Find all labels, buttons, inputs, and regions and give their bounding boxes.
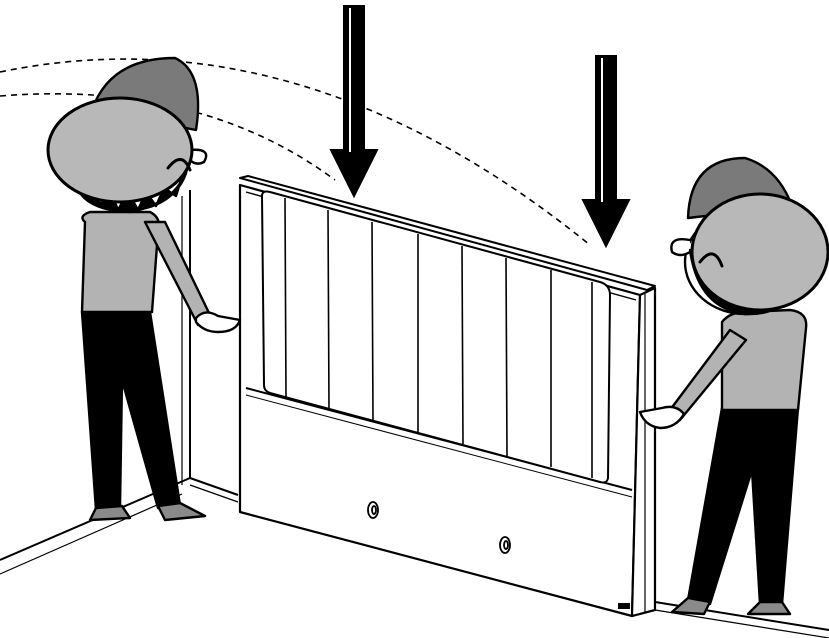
installer-left <box>46 56 242 522</box>
right-installer-shoe <box>746 600 792 616</box>
down-arrow-icon <box>581 55 631 249</box>
installer-right <box>638 156 829 616</box>
left-installer-legs <box>80 310 182 512</box>
right-installer-shoe <box>670 596 712 616</box>
down-arrow-icon <box>329 5 379 199</box>
headboard-panel <box>238 175 657 618</box>
left-installer-shoe <box>156 501 207 522</box>
right-installer-cap-brim <box>690 192 829 312</box>
headboard-side <box>630 286 657 618</box>
headboard-channels <box>284 197 593 478</box>
right-installer-legs <box>686 406 800 606</box>
left-installer-shoe <box>88 504 132 522</box>
right-installer-shirt <box>720 308 808 412</box>
sightline-curves <box>0 58 591 246</box>
headboard-padding <box>261 190 611 484</box>
mounting-holes <box>367 501 511 554</box>
right-installer-hand <box>638 405 686 430</box>
headboard-label-tag <box>618 603 630 609</box>
left-installer-hand <box>194 311 242 334</box>
left-installer-cap-brim <box>46 96 194 204</box>
headboard-top-rim <box>239 175 656 291</box>
